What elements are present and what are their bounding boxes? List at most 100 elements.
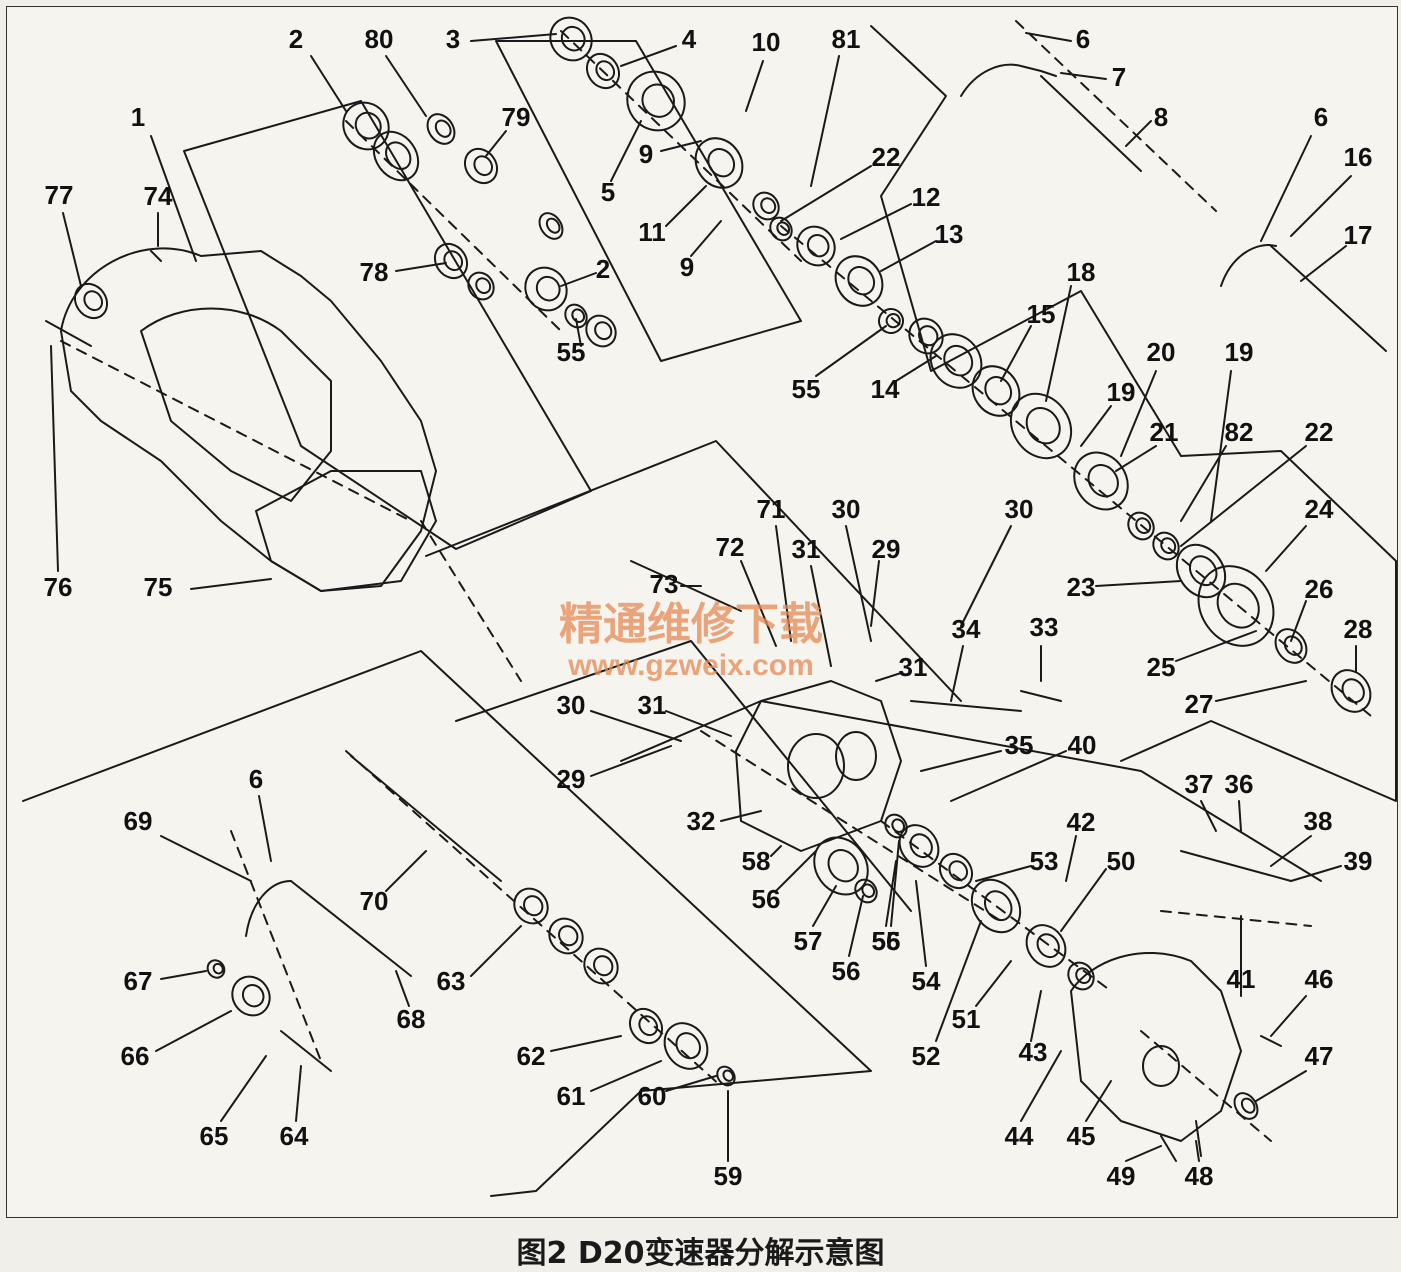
leader-line bbox=[1000, 325, 1032, 382]
callout-label: 70 bbox=[360, 886, 389, 916]
leader-line bbox=[620, 45, 677, 67]
output-shaft-axis bbox=[880, 820, 1112, 992]
leader-line bbox=[770, 845, 782, 857]
leader-line bbox=[1085, 1080, 1112, 1122]
hub-11 bbox=[694, 137, 744, 189]
leader-line bbox=[775, 850, 817, 892]
callout-label: 17 bbox=[1344, 220, 1373, 250]
callout-label: 27 bbox=[1185, 689, 1214, 719]
callout-label: 36 bbox=[1225, 769, 1254, 799]
extension-housing-bore bbox=[1142, 1045, 1180, 1087]
callout-label: 44 bbox=[1005, 1121, 1034, 1151]
callout-label: 9 bbox=[639, 139, 653, 169]
callout-label: 9 bbox=[680, 252, 694, 282]
callout-label: 18 bbox=[1067, 257, 1096, 287]
leader-line bbox=[975, 865, 1032, 882]
bearing-54 bbox=[898, 824, 940, 868]
countershaft-axis bbox=[780, 225, 1372, 717]
assembly-outline-upper-left bbox=[183, 100, 592, 550]
synchro-ring-5 bbox=[626, 70, 686, 132]
ring-23 bbox=[1175, 543, 1227, 599]
callout-label: 12 bbox=[912, 182, 941, 212]
shift-rod-17 bbox=[1270, 245, 1387, 352]
callout-label: 51 bbox=[952, 1004, 981, 1034]
leader-line bbox=[1290, 865, 1342, 882]
callout-label: 35 bbox=[1005, 730, 1034, 760]
leader-line bbox=[885, 860, 897, 927]
leader-line bbox=[220, 1055, 267, 1122]
leader-line bbox=[1095, 580, 1182, 587]
leader-line bbox=[1195, 1140, 1200, 1162]
leader-line bbox=[1270, 835, 1312, 867]
callout-label: 60 bbox=[638, 1081, 667, 1111]
callout-label: 56 bbox=[832, 956, 861, 986]
bearing-57 bbox=[854, 878, 878, 904]
leader-line bbox=[975, 960, 1012, 1007]
callout-label: 22 bbox=[872, 142, 901, 172]
callout-label: 6 bbox=[1076, 24, 1090, 54]
callout-label: 13 bbox=[935, 219, 964, 249]
center-case-32 bbox=[735, 680, 902, 852]
leader-line bbox=[950, 645, 964, 702]
leader-line bbox=[1115, 445, 1157, 472]
leader-line bbox=[395, 262, 447, 272]
shift-rod-8 bbox=[1040, 75, 1142, 172]
gear-14 bbox=[929, 333, 983, 389]
shift-fork-16 bbox=[1220, 244, 1277, 287]
callout-label: 31 bbox=[792, 534, 821, 564]
shift-interlock-38 bbox=[1180, 850, 1292, 882]
callout-label: 77 bbox=[45, 180, 74, 210]
leader-line bbox=[780, 165, 872, 222]
assembly-outline-top-shaft bbox=[495, 40, 802, 362]
callout-label: 2 bbox=[596, 254, 610, 284]
leader-line bbox=[848, 895, 864, 957]
transmission-case-inner bbox=[140, 307, 332, 502]
bearing-28 bbox=[1330, 669, 1372, 713]
callout-label: 37 bbox=[1185, 769, 1214, 799]
callout-label: 14 bbox=[871, 374, 900, 404]
leader-line bbox=[1060, 72, 1107, 80]
callout-label: 26 bbox=[1305, 574, 1334, 604]
upper-gear-axis bbox=[345, 120, 562, 332]
input-shaft-axis-2 bbox=[420, 520, 522, 682]
leader-line bbox=[915, 880, 927, 967]
leader-line bbox=[385, 850, 427, 892]
watermark: 精通维修下载 www.gzweix.com bbox=[559, 599, 823, 682]
shift-fork-7 bbox=[960, 63, 1057, 97]
callout-label: 56 bbox=[752, 884, 781, 914]
callout-label: 48 bbox=[1185, 1161, 1214, 1191]
bearing-62 bbox=[663, 1022, 709, 1070]
callout-label: 6 bbox=[1314, 102, 1328, 132]
watermark-url: www.gzweix.com bbox=[567, 649, 814, 682]
leader-line bbox=[845, 525, 872, 642]
assembly-outline-right-lower bbox=[620, 700, 1322, 882]
leader-line bbox=[895, 355, 937, 382]
leader-line bbox=[258, 795, 272, 862]
leader-line bbox=[1020, 1050, 1062, 1122]
callout-label: 53 bbox=[1030, 846, 1059, 876]
gear-76 bbox=[372, 130, 420, 182]
callout-label: 41 bbox=[1227, 964, 1256, 994]
snap-ring-55c bbox=[884, 813, 908, 839]
leader-line bbox=[50, 345, 59, 572]
gear-13 bbox=[834, 255, 884, 307]
leader-line bbox=[1265, 525, 1307, 572]
leader-line bbox=[295, 1065, 302, 1122]
callout-label: 52 bbox=[912, 1041, 941, 1071]
extension-housing-axis bbox=[1140, 1030, 1272, 1142]
callout-label: 76 bbox=[44, 572, 73, 602]
bearing-81 bbox=[73, 282, 109, 320]
assembly-outline-right-shaft bbox=[870, 25, 1397, 802]
snap-ring-56b bbox=[564, 303, 588, 329]
callout-label: 29 bbox=[872, 534, 901, 564]
callout-label: 6 bbox=[249, 764, 263, 794]
ring-12 bbox=[796, 225, 836, 267]
callout-label: 24 bbox=[1305, 494, 1334, 524]
leader-line bbox=[815, 325, 887, 377]
leader-line bbox=[950, 750, 1067, 802]
callout-label: 49 bbox=[1107, 1161, 1136, 1191]
leader-line bbox=[880, 240, 937, 272]
leader-line bbox=[590, 1060, 662, 1092]
leader-line bbox=[560, 272, 597, 287]
